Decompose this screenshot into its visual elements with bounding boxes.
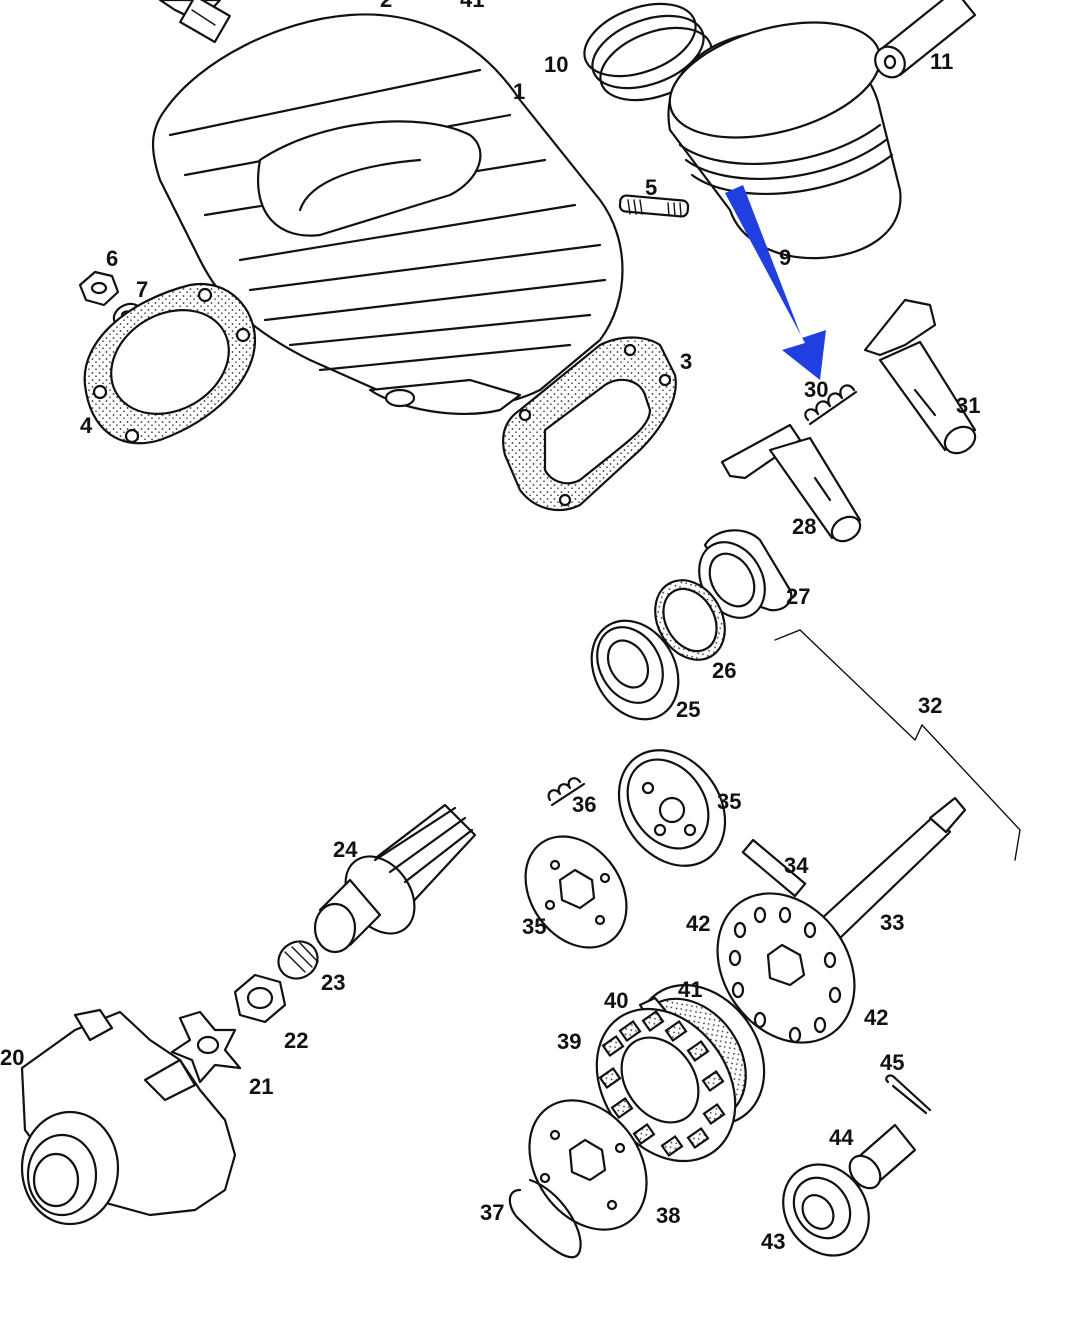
part-34-key [741, 838, 807, 898]
label-part-35-lower: 35 [522, 914, 546, 939]
label-part-40: 40 [604, 988, 628, 1013]
label-part-22: 22 [284, 1028, 308, 1053]
label-part-41-top: 41 [460, 0, 484, 12]
label-part-10: 10 [544, 52, 568, 77]
label-part-25: 25 [676, 697, 700, 722]
part-number-labels: 2 41 1 10 11 5 9 6 7 4 3 30 31 28 27 26 … [0, 0, 980, 1254]
part-10-piston-rings [583, 2, 713, 102]
part-28-shift-fork [720, 423, 862, 543]
part-6-nut [78, 270, 120, 307]
blue-pointer-arrow [725, 185, 826, 380]
label-part-35-upper: 35 [717, 789, 741, 814]
label-part-26: 26 [712, 658, 736, 683]
label-part-7: 7 [136, 277, 148, 302]
label-part-37: 37 [480, 1200, 504, 1225]
part-32-assembly-bracket [774, 629, 1021, 861]
label-part-36: 36 [572, 792, 596, 817]
part-36-spring [547, 777, 586, 807]
part-20-clutch-housing [20, 1008, 237, 1226]
label-part-32: 32 [918, 693, 942, 718]
label-part-34: 34 [784, 853, 809, 878]
label-part-1: 1 [513, 79, 525, 104]
label-part-11: 11 [930, 49, 953, 74]
label-part-24: 24 [333, 837, 358, 862]
part-3-base-gasket [502, 336, 677, 512]
part-23-gear [277, 878, 382, 980]
part-30-spring [804, 384, 858, 426]
label-part-41: 41 [678, 977, 702, 1002]
part-4-head-gasket [83, 282, 257, 445]
part-43-bearing [782, 1163, 870, 1257]
part-45-cotter-pin [885, 1074, 932, 1115]
label-part-42-right: 42 [864, 1005, 888, 1030]
part-22-nut [233, 973, 287, 1024]
part-42-clutch-disc [716, 892, 856, 1044]
part-44-spacer [848, 1123, 917, 1190]
part-11-wrist-pin [874, 0, 977, 79]
part-37-circlip [508, 1178, 582, 1259]
label-part-43: 43 [761, 1229, 785, 1254]
label-part-28: 28 [792, 514, 816, 539]
label-part-45: 45 [880, 1050, 904, 1075]
label-part-31: 31 [956, 393, 980, 418]
part-26-o-ring [654, 579, 726, 661]
part-31-fork-shaft [863, 298, 977, 455]
part-9-piston [667, 21, 902, 260]
part-35-clutch-plate-upper [617, 749, 727, 867]
part-5-stud [618, 194, 690, 218]
part-2-spark-plug [158, 0, 231, 44]
label-part-39: 39 [557, 1029, 581, 1054]
label-part-6: 6 [106, 246, 118, 271]
label-part-5: 5 [645, 175, 657, 200]
part-35-clutch-plate-lower [524, 835, 628, 949]
label-part-4: 4 [80, 413, 93, 438]
label-part-33: 33 [880, 910, 904, 935]
label-part-20: 20 [0, 1045, 24, 1070]
label-part-27: 27 [786, 584, 810, 609]
label-part-2: 2 [380, 0, 392, 12]
label-part-42-left: 42 [686, 911, 710, 936]
label-part-38: 38 [656, 1203, 680, 1228]
part-21-lock-washer [170, 1010, 242, 1084]
label-part-23: 23 [321, 970, 345, 995]
label-part-9: 9 [779, 245, 791, 270]
label-part-30: 30 [804, 377, 828, 402]
label-part-21: 21 [249, 1074, 273, 1099]
part-38-pressure-plate [528, 1099, 648, 1231]
label-part-3: 3 [680, 349, 692, 374]
part-1-cylinder [151, 13, 624, 416]
part-25-bearing [590, 619, 680, 721]
label-part-44: 44 [829, 1125, 854, 1150]
part-39-friction-plate [595, 1007, 737, 1163]
